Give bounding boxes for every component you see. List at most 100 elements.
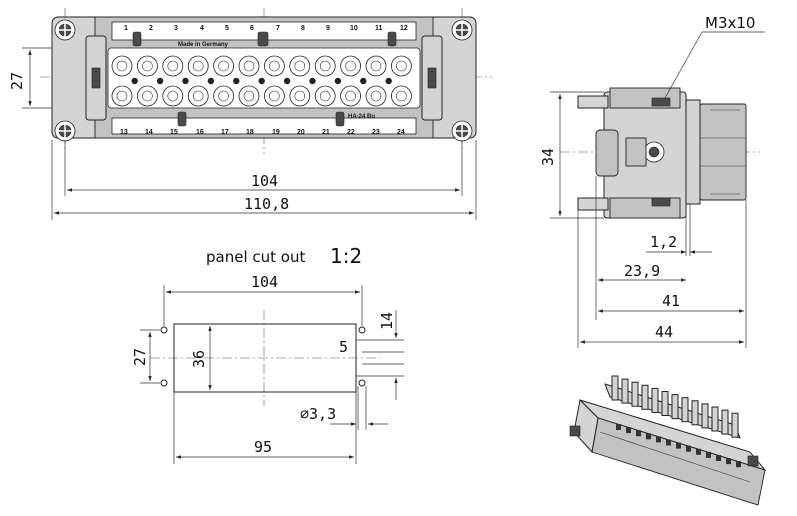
pin-number: 24 — [397, 129, 405, 136]
pin-number: 8 — [301, 25, 305, 32]
pin-number: 5 — [225, 25, 229, 32]
connector-3d-image — [569, 375, 767, 506]
front-view: 1 2 3 4 5 6 7 8 9 10 11 12 13 14 15 16 1… — [8, 8, 492, 220]
contact-terminal — [671, 394, 679, 420]
contact-cavity — [238, 55, 260, 77]
cutout-title: panel cut out — [206, 248, 305, 266]
terminal-slot — [626, 427, 631, 434]
cutout-dim-width: 104 — [251, 273, 278, 291]
made-in-label: Made in Germany — [178, 42, 229, 48]
dim-41: 41 — [662, 292, 680, 310]
contact-cavity — [390, 55, 412, 77]
dim-width-110-8: 110,8 — [244, 195, 289, 213]
contact-terminal — [621, 378, 629, 404]
model-label: HA-24 Bu — [348, 114, 375, 120]
terminal-slot — [716, 455, 721, 461]
contact-cavity — [390, 85, 412, 107]
contact-socket — [396, 60, 407, 72]
contact-terminal — [651, 387, 659, 413]
contact-cavity — [238, 85, 260, 107]
contact-cavity — [289, 85, 311, 107]
contact-cavity — [111, 85, 133, 107]
panel-cutout: panel cut out 1:2 104 27 36 14 5 — [131, 244, 404, 464]
pin-number: 15 — [170, 129, 178, 136]
coding-dot — [283, 77, 291, 85]
corner-screw-icon — [451, 19, 473, 41]
contact-socket — [319, 90, 331, 102]
cutout-dim-5: 5 — [339, 338, 348, 356]
contact-cavity — [365, 55, 387, 77]
pin-number: 20 — [297, 129, 305, 136]
contact-socket — [319, 60, 331, 72]
contact-socket — [116, 60, 128, 72]
coding-dot — [156, 77, 164, 85]
contact-terminal — [711, 406, 719, 432]
pin-number: 2 — [149, 25, 153, 32]
pin-number: 23 — [372, 129, 380, 136]
pin-number: 7 — [276, 25, 280, 32]
contact-socket — [370, 90, 382, 102]
mounting-hole-icon — [358, 326, 366, 334]
dim-height-front: 27 — [8, 72, 26, 90]
terminal-slot — [656, 436, 661, 443]
coding-dot — [182, 77, 189, 85]
cutout-dim-27: 27 — [131, 348, 149, 366]
contact-cavities — [111, 55, 412, 107]
contact-socket — [167, 90, 179, 102]
terminal-slot — [636, 430, 641, 437]
contact-socket — [345, 60, 356, 72]
terminal-slot — [696, 448, 701, 455]
corner-screw-icon — [451, 120, 473, 142]
contact-terminal — [691, 400, 699, 426]
contact-socket — [218, 90, 229, 102]
contact-socket — [167, 60, 179, 72]
contact-cavity — [187, 85, 209, 107]
dim-height-side: 34 — [539, 148, 557, 166]
coding-dot — [385, 77, 392, 85]
cutout-dim-95: 95 — [254, 438, 272, 456]
contact-socket — [116, 90, 128, 102]
terminal-slot — [736, 461, 741, 468]
contact-cavity — [213, 85, 235, 107]
contact-terminal — [641, 384, 649, 410]
contact-socket — [294, 60, 306, 72]
dim-width-104: 104 — [251, 172, 278, 190]
pin-numbers-top: 1 2 3 4 5 6 7 8 9 10 11 12 — [124, 25, 408, 32]
corner-screw-icon — [54, 120, 76, 142]
contact-terminal — [611, 375, 619, 401]
contact-socket — [269, 60, 280, 72]
terminal-slot — [686, 445, 691, 452]
contact-terminal — [661, 391, 669, 416]
terminal-slot — [666, 439, 671, 446]
coding-dot — [258, 77, 265, 85]
contact-socket — [243, 60, 255, 72]
terminal-slot — [676, 442, 681, 449]
coding-dot — [309, 77, 316, 85]
cutout-dim-36: 36 — [190, 350, 208, 368]
contact-socket — [142, 60, 153, 72]
side-view: M3x10 34 1,2 23,9 41 44 — [539, 14, 765, 348]
cutout-dim-14: 14 — [378, 312, 396, 330]
pin-number: 10 — [350, 25, 358, 32]
screw-spec-label: M3x10 — [705, 14, 755, 32]
terminal-slot — [726, 458, 731, 465]
coding-dot — [207, 77, 215, 85]
mounting-hole-icon — [358, 379, 366, 387]
pin-number: 12 — [400, 25, 408, 32]
pin-numbers-bottom: 13 14 15 16 17 18 19 20 21 22 23 24 — [120, 129, 405, 136]
contact-comb — [611, 375, 741, 468]
contact-socket — [142, 90, 153, 102]
pin-number: 18 — [246, 129, 254, 136]
coding-dot — [360, 77, 367, 85]
pin-number: 14 — [145, 129, 153, 136]
contact-cavity — [263, 55, 285, 77]
coding-dot — [233, 77, 240, 85]
mounting-hole-icon — [160, 326, 168, 334]
contact-socket — [370, 60, 382, 72]
contact-socket — [345, 90, 356, 102]
mounting-hole-icon — [160, 379, 168, 387]
contact-terminal — [681, 397, 689, 423]
cutout-dim-hole: ∅3,3 — [300, 405, 336, 423]
